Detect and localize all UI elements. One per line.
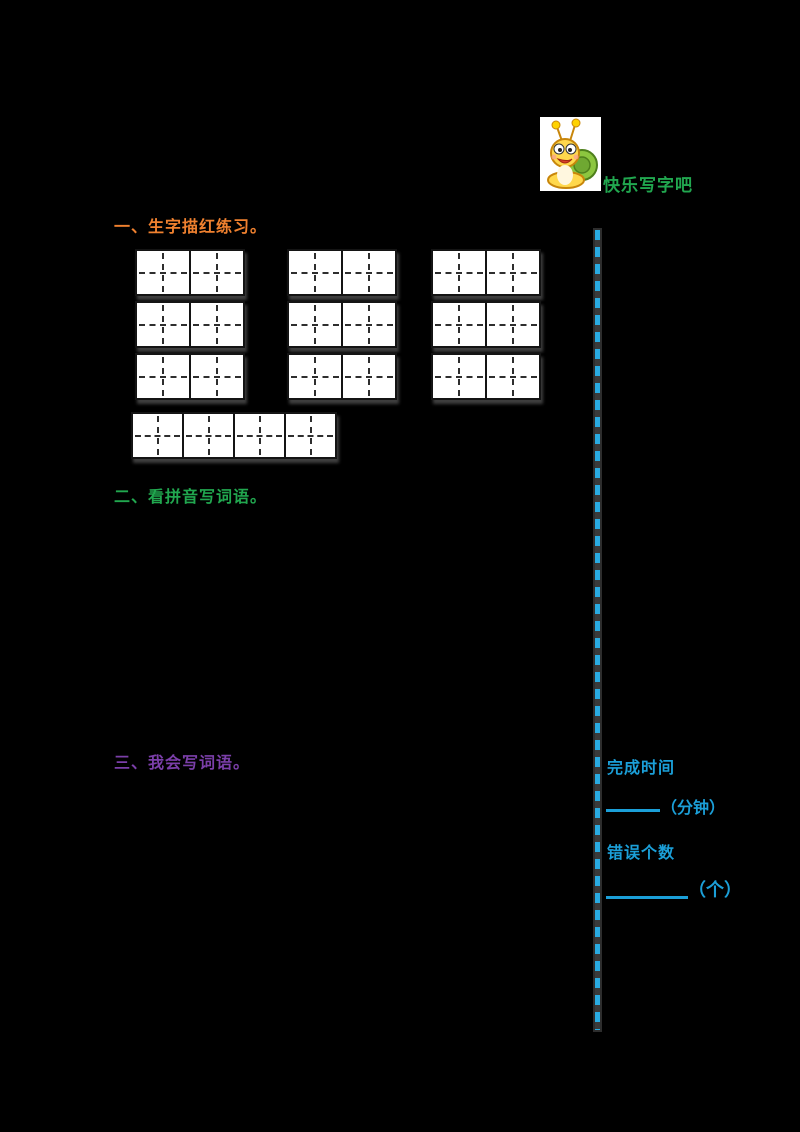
practice-grid-cell: [485, 303, 539, 346]
practice-grid-block: [287, 301, 397, 348]
practice-grid-block: [287, 249, 397, 296]
practice-grid-cell: [182, 414, 233, 457]
section-heading-one: 一、生字描红练习。: [114, 219, 268, 236]
section-heading-two: 二、看拼音写词语。: [114, 489, 268, 506]
practice-grid-block: [287, 353, 397, 400]
practice-grid-cell: [189, 355, 243, 398]
practice-grid-cell: [137, 303, 189, 346]
practice-grid-cell: [284, 414, 335, 457]
tracker-errors-unit: （个）: [688, 880, 742, 900]
dotted-divider-line: [595, 230, 600, 1030]
practice-grid-cell: [189, 303, 243, 346]
snail-icon: [540, 117, 601, 191]
practice-grid-block: [135, 249, 245, 296]
section-heading-three: 三、我会写词语。: [114, 755, 251, 772]
practice-grid-cell: [433, 303, 485, 346]
practice-grid-cell: [189, 251, 243, 294]
practice-grid-cell: [137, 355, 189, 398]
practice-grid-cell: [137, 251, 189, 294]
practice-grid-cell: [433, 251, 485, 294]
practice-grid-cell: [433, 355, 485, 398]
tracker-time-unit: （分钟）: [661, 800, 726, 817]
practice-grid-cell: [133, 414, 182, 457]
tracker-errors-blank: [606, 896, 688, 899]
practice-grid-cell: [289, 251, 341, 294]
practice-grid-cell: [289, 303, 341, 346]
practice-grid-cell: [485, 251, 539, 294]
tracker-time-label: 完成时间: [607, 760, 676, 777]
practice-grid-block: [431, 301, 541, 348]
practice-grid-block: [431, 353, 541, 400]
mascot-slogan: 快乐写字吧: [603, 176, 693, 195]
practice-grid-cell: [233, 414, 284, 457]
practice-grid-cell: [289, 355, 341, 398]
practice-grid-block: [135, 353, 245, 400]
practice-grid-cell: [341, 303, 395, 346]
practice-grid-cell: [485, 355, 539, 398]
practice-grid-cell: [341, 251, 395, 294]
tracker-errors-label: 错误个数: [607, 845, 676, 862]
practice-grid-block: [431, 249, 541, 296]
practice-grid-block: [131, 412, 337, 459]
practice-grid-block: [135, 301, 245, 348]
tracker-time-blank: [606, 809, 660, 812]
practice-grid-cell: [341, 355, 395, 398]
snail-mascot-image: [540, 117, 601, 191]
